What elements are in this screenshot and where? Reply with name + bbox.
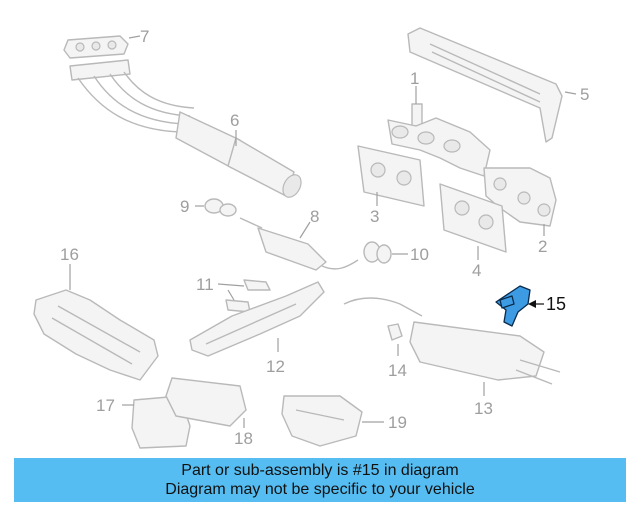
info-banner: Part or sub-assembly is #15 in diagram D… <box>14 458 626 502</box>
part-8-intermediate-pipe <box>239 217 359 271</box>
part-6-front-pipe <box>69 59 302 198</box>
callout-labels: 7 6 5 1 3 2 4 9 8 10 11 12 16 13 14 15 1… <box>60 27 589 448</box>
callout-19: 19 <box>388 413 407 432</box>
part-5-heat-shield <box>407 27 563 143</box>
banner-line-2: Diagram may not be specific to your vehi… <box>165 481 475 498</box>
callout-1: 1 <box>410 69 419 88</box>
part-10-clamp <box>363 241 392 264</box>
callout-7: 7 <box>140 27 149 46</box>
part-7-gasket <box>63 35 129 59</box>
callout-9: 9 <box>180 197 189 216</box>
callout-8: 8 <box>310 207 319 226</box>
part-4-gasket <box>439 183 507 253</box>
part-18-heat-shield <box>165 377 247 427</box>
callout-5: 5 <box>580 85 589 104</box>
callout-4: 4 <box>472 261 481 280</box>
part-15-bracket-highlighted[interactable] <box>495 285 531 327</box>
callout-13: 13 <box>474 399 493 418</box>
arrow-15-icon <box>528 300 536 308</box>
part-16-heat-shield <box>33 289 159 381</box>
parts-diagram: 7 6 5 1 3 2 4 9 8 10 11 12 16 13 14 15 1… <box>33 27 589 449</box>
callout-6: 6 <box>230 111 239 130</box>
part-1-manifold <box>387 103 491 177</box>
callout-14: 14 <box>388 361 407 380</box>
callout-12: 12 <box>266 357 285 376</box>
part-2-manifold <box>483 167 557 227</box>
callout-15[interactable]: 15 <box>546 294 566 314</box>
callout-16: 16 <box>60 245 79 264</box>
part-12-heat-shield <box>189 281 325 357</box>
part-13-muffler <box>343 297 561 385</box>
banner-line-1: Part or sub-assembly is #15 in diagram <box>181 462 459 479</box>
callout-10: 10 <box>410 245 429 264</box>
part-14-hanger <box>387 323 403 341</box>
callout-2: 2 <box>538 237 547 256</box>
callout-3: 3 <box>370 207 379 226</box>
part-19-heat-shield <box>281 395 363 447</box>
callout-18: 18 <box>234 429 253 448</box>
part-3-gasket <box>357 145 425 207</box>
callout-11: 11 <box>196 275 214 294</box>
callout-17: 17 <box>96 396 115 415</box>
part-9-clamp <box>204 198 237 217</box>
